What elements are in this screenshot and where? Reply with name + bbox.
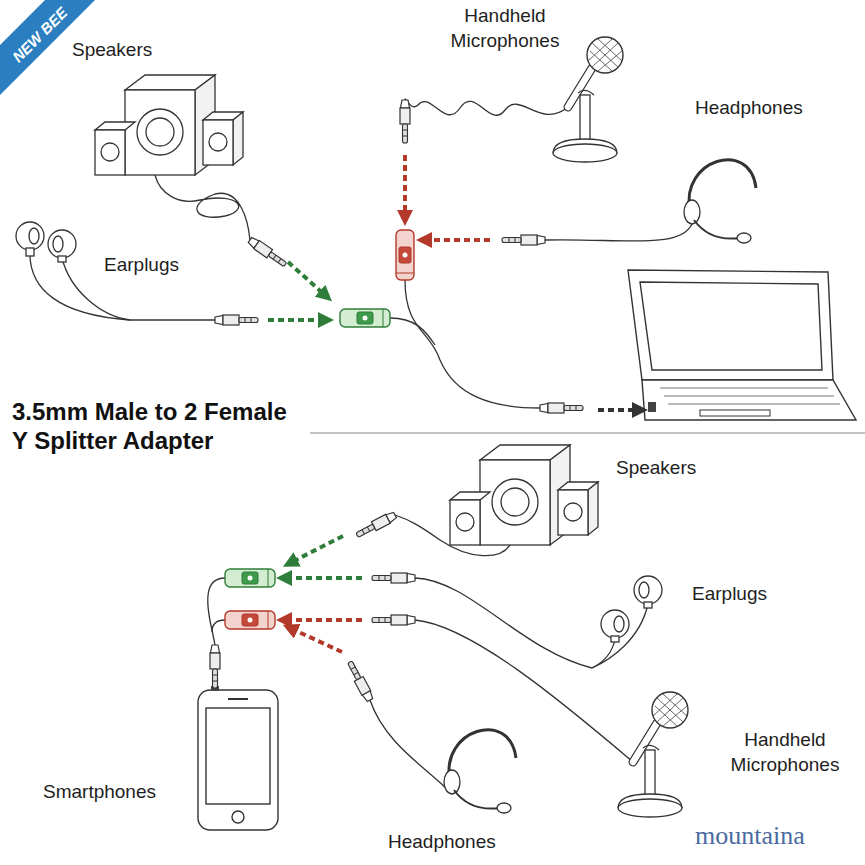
device-label: Smartphones (43, 780, 156, 805)
watermark: mountaina (695, 822, 805, 851)
divider-line (310, 432, 865, 433)
device-label: Earplugs (692, 582, 767, 607)
laptop-illustration (628, 270, 856, 420)
headset-illustration (684, 160, 756, 243)
device-label: Speakers (616, 456, 696, 481)
insert-arrows (284, 536, 362, 652)
headset-illustration (444, 730, 516, 813)
device-label: Headphones (695, 96, 803, 121)
plugs (210, 511, 415, 703)
speakers-illustration (95, 75, 243, 175)
microphone-illustration (618, 692, 688, 817)
insert-arrows (268, 155, 640, 410)
device-label: Earplugs (104, 253, 179, 278)
plugs (215, 100, 583, 413)
speakers-illustration (450, 445, 598, 545)
device-label: Headphones (388, 830, 496, 855)
diagram-title: 3.5mm Male to 2 Female Y Splitter Adapte… (12, 398, 298, 456)
earplugs-illustration (16, 222, 76, 262)
earplugs-illustration (601, 576, 662, 642)
splitter-adapter (225, 569, 275, 629)
microphone-illustration (553, 37, 623, 162)
device-label: Handheld Microphones (710, 728, 860, 777)
splitter-adapter (340, 230, 414, 327)
device-label: Handheld Microphones (420, 4, 590, 53)
device-label: Speakers (72, 38, 152, 63)
ribbon-text: NEW BEE (5, 0, 74, 69)
smartphone-illustration (198, 686, 278, 830)
